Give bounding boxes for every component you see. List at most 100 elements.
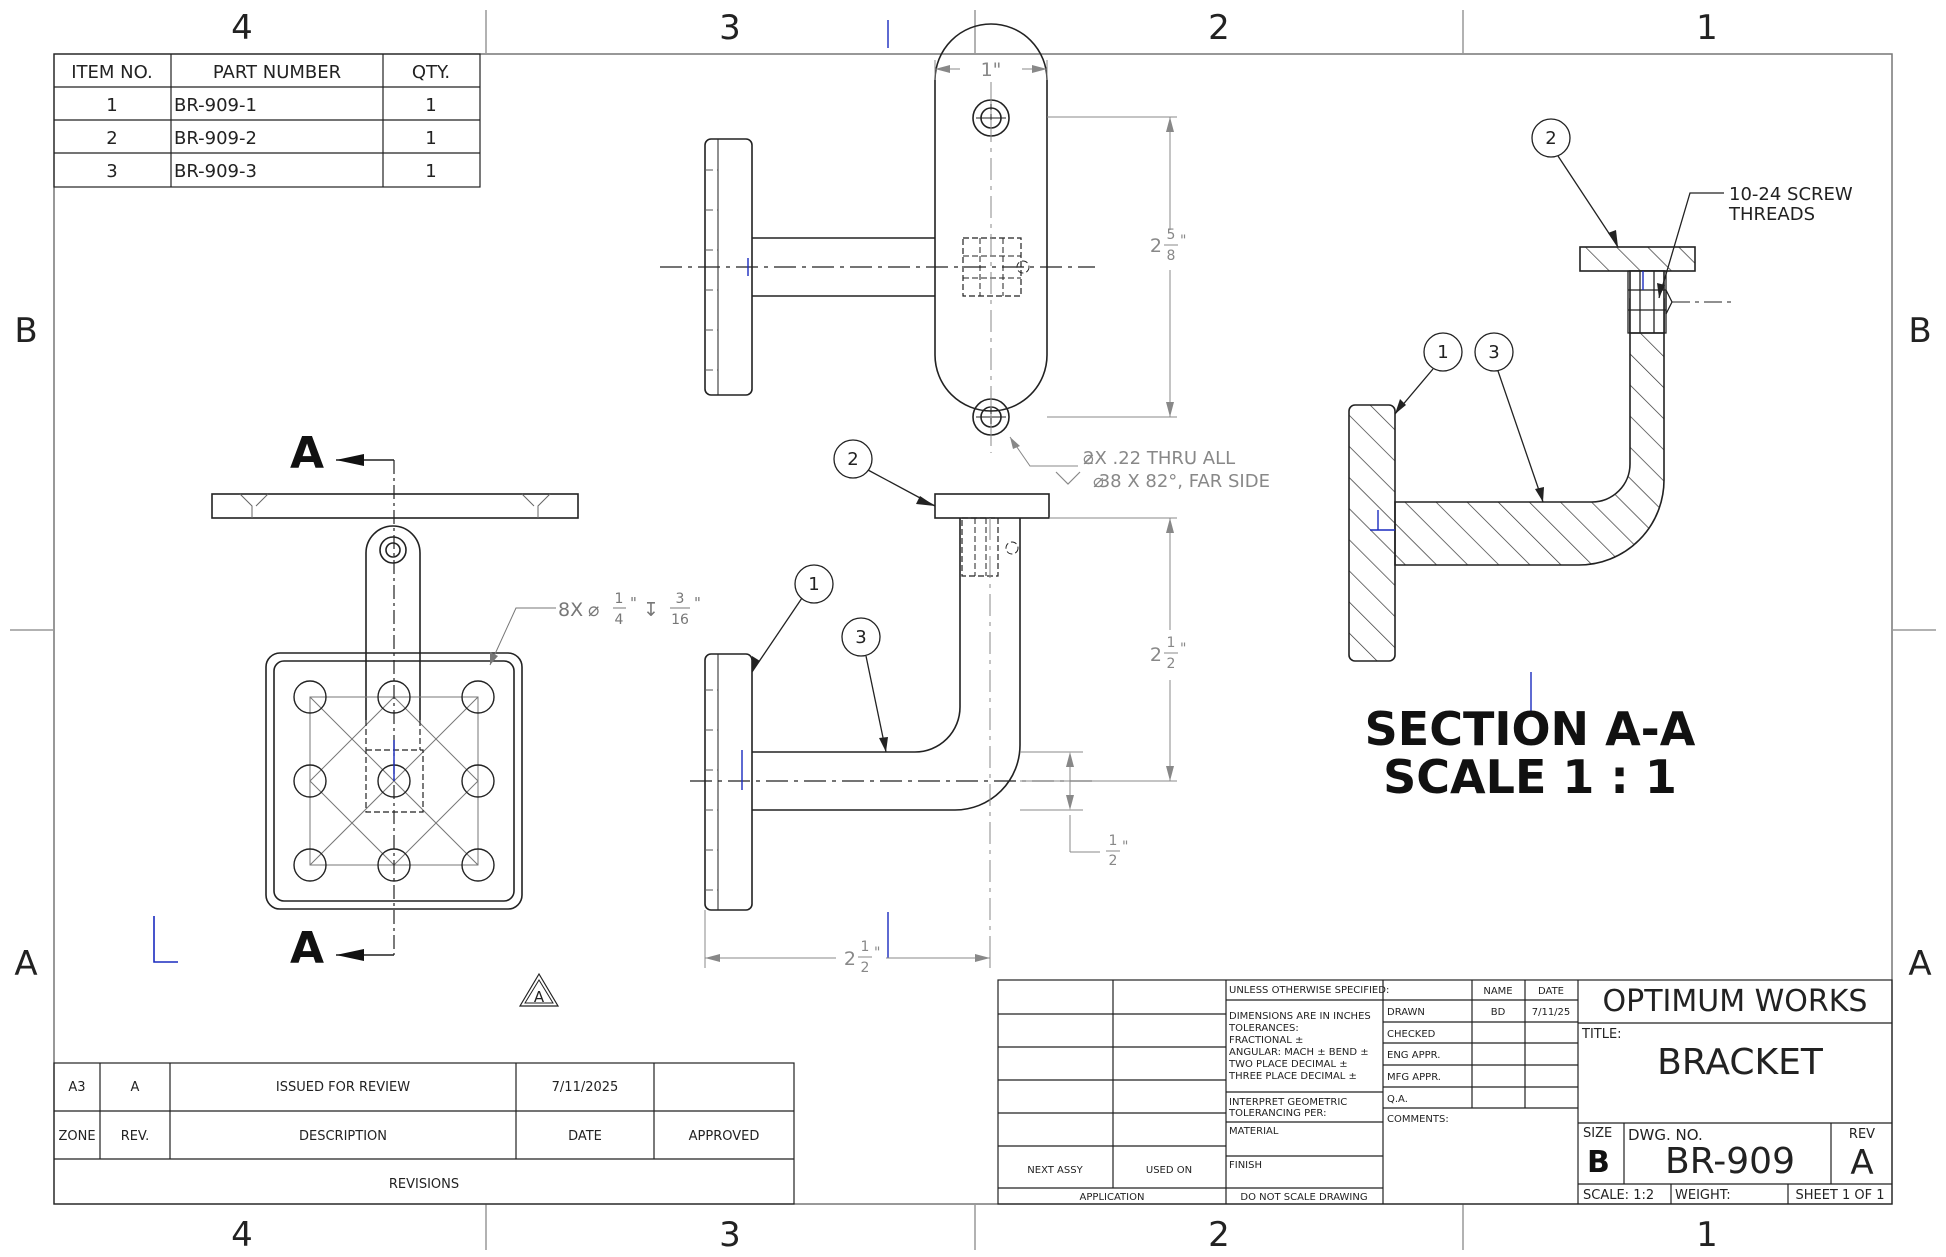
tb-title: BRACKET — [1657, 1042, 1824, 1083]
screw-note-line1: 10-24 SCREW — [1729, 184, 1853, 205]
rev-header-zone: ZONE — [58, 1129, 95, 1144]
bom-header-item: ITEM NO. — [71, 62, 153, 83]
tb-interpret-1: INTERPRET GEOMETRIC — [1229, 1097, 1347, 1108]
tb-drawn-name: BD — [1491, 1007, 1506, 1018]
tb-dwg-no-label: DWG. NO. — [1628, 1126, 1703, 1144]
pattern-note-depth-den: 16 — [671, 612, 689, 628]
zone-col-bottom-4: 1 — [1696, 1215, 1718, 1255]
dim-height-top-num: 5 — [1167, 227, 1176, 243]
tb-name-header: NAME — [1483, 986, 1512, 997]
pattern-note-prefix: 8X — [558, 599, 583, 621]
balloon-section-1: 1 — [1437, 342, 1448, 363]
countersink-symbol — [1055, 471, 1081, 485]
zone-col-top-1: 4 — [231, 8, 253, 48]
balloon-side-3: 3 — [855, 627, 866, 648]
plan-view — [660, 20, 1095, 453]
zone-row-left-a: A — [14, 944, 37, 984]
tb-weight: WEIGHT: — [1675, 1188, 1731, 1203]
title-block: NEXT ASSY USED ON APPLICATION UNLESS OTH… — [997, 979, 1893, 1205]
top-view — [153, 454, 579, 963]
section-marker-top: A — [290, 428, 324, 479]
balloon-side-1: 1 — [808, 574, 819, 595]
tb-checked: CHECKED — [1387, 1029, 1436, 1040]
zone-col-bottom-3: 2 — [1208, 1215, 1230, 1255]
zone-row-right-a: A — [1908, 944, 1931, 984]
zone-row-right-b: B — [1908, 311, 1931, 351]
dim-height-top-den: 8 — [1167, 248, 1176, 264]
tb-size: B — [1587, 1145, 1610, 1180]
bom-table: ITEM NO. PART NUMBER QTY. 1 BR-909-1 1 2… — [53, 53, 481, 188]
rev-header-description: DESCRIPTION — [299, 1129, 387, 1144]
dim-reach-den: 2 — [861, 960, 870, 976]
tb-sheet: SHEET 1 OF 1 — [1795, 1188, 1884, 1203]
zone-labels: 4 3 2 1 4 3 2 1 B A B A — [14, 8, 1931, 1255]
dim-tube-num: 1 — [1109, 833, 1118, 849]
tb-tol-4: ANGULAR: MACH ± BEND ± — [1229, 1047, 1369, 1058]
rev-row-zone: A3 — [68, 1080, 85, 1095]
bom-row-3-part: BR-909-3 — [174, 161, 257, 182]
tb-unless: UNLESS OTHERWISE SPECIFIED: — [1229, 985, 1389, 996]
zone-col-bottom-1: 4 — [231, 1215, 253, 1255]
hole-note-line1: 2X .22 THRU ALL — [1083, 448, 1235, 469]
tb-used-on: USED ON — [1146, 1165, 1192, 1176]
tb-do-not-scale: DO NOT SCALE DRAWING — [1240, 1192, 1367, 1203]
tb-tol-2: TOLERANCES: — [1228, 1023, 1299, 1034]
section-title: SECTION A-A — [1365, 702, 1696, 756]
tb-company: OPTIMUM WORKS — [1603, 984, 1868, 1019]
dim-height-top-whole: 2 — [1150, 235, 1162, 257]
counterbore-note: ⌀ 2X .22 THRU ALL ⌀ .38 X 82°, FAR SIDE — [1009, 436, 1270, 492]
rev-row-description: ISSUED FOR REVIEW — [276, 1080, 410, 1095]
screw-note-line2: THREADS — [1728, 204, 1815, 225]
tb-rev: A — [1850, 1143, 1873, 1183]
bom-header-qty: QTY. — [412, 62, 450, 83]
dim-reach-whole: 2 — [844, 948, 856, 970]
section-scale: SCALE 1 : 1 — [1383, 750, 1677, 804]
tb-material: MATERIAL — [1229, 1126, 1279, 1137]
side-view — [690, 493, 1092, 960]
revision-triangle: A — [518, 972, 560, 1007]
dim-reach-num: 1 — [861, 939, 870, 955]
bom-row-3-qty: 1 — [425, 161, 436, 182]
revision-triangle-label: A — [534, 988, 545, 1006]
inch-mark-1: " — [630, 594, 637, 612]
tb-application: APPLICATION — [1080, 1192, 1145, 1203]
tb-tol-3: FRACTIONAL ± — [1229, 1035, 1303, 1046]
zone-col-top-2: 3 — [719, 8, 741, 48]
rev-row-rev: A — [131, 1080, 140, 1095]
inch-mark-3: " — [1180, 233, 1186, 249]
hole-note-line2: .38 X 82°, FAR SIDE — [1093, 471, 1270, 492]
balloon-side-2: 2 — [847, 449, 858, 470]
inch-mark-6: " — [874, 945, 880, 961]
dim-height-side-den: 2 — [1167, 656, 1176, 672]
zone-row-left-b: B — [14, 311, 37, 351]
depth-symbol: ↧ — [643, 599, 659, 621]
dim-top-width: 1" — [981, 59, 1002, 81]
tb-title-label: TITLE: — [1581, 1027, 1622, 1042]
rev-header-approved: APPROVED — [689, 1129, 760, 1144]
dim-height-side-num: 1 — [1167, 635, 1176, 651]
rev-row-date: 7/11/2025 — [552, 1080, 619, 1095]
section-view — [1348, 246, 1735, 712]
rev-header-rev: REV. — [121, 1129, 150, 1144]
plan-view-dims: 1" 2 5 8 " — [934, 59, 1186, 418]
zone-col-bottom-2: 3 — [719, 1215, 741, 1255]
tb-interpret-2: TOLERANCING PER: — [1228, 1108, 1326, 1119]
bom-row-1-part: BR-909-1 — [174, 95, 257, 116]
bom-row-2-item: 2 — [106, 128, 117, 149]
tb-next-assy: NEXT ASSY — [1027, 1165, 1083, 1176]
sheet-border — [10, 10, 1936, 1250]
bom-row-2-qty: 1 — [425, 128, 436, 149]
dim-height-side-whole: 2 — [1150, 644, 1162, 666]
tb-size-label: SIZE — [1583, 1126, 1612, 1141]
zone-col-top-3: 2 — [1208, 8, 1230, 48]
tb-date-header: DATE — [1538, 986, 1564, 997]
bom-header-part: PART NUMBER — [213, 62, 341, 83]
tb-qa: Q.A. — [1387, 1094, 1408, 1105]
tb-dwg-no: BR-909 — [1665, 1141, 1795, 1182]
tb-mfg-appr: MFG APPR. — [1387, 1072, 1441, 1083]
section-marker-bottom: A — [290, 923, 324, 974]
tb-drawn-date: 7/11/25 — [1532, 1007, 1571, 1018]
tb-tol-6: THREE PLACE DECIMAL ± — [1228, 1071, 1357, 1082]
diameter-symbol-3: ⌀ — [1093, 471, 1104, 492]
